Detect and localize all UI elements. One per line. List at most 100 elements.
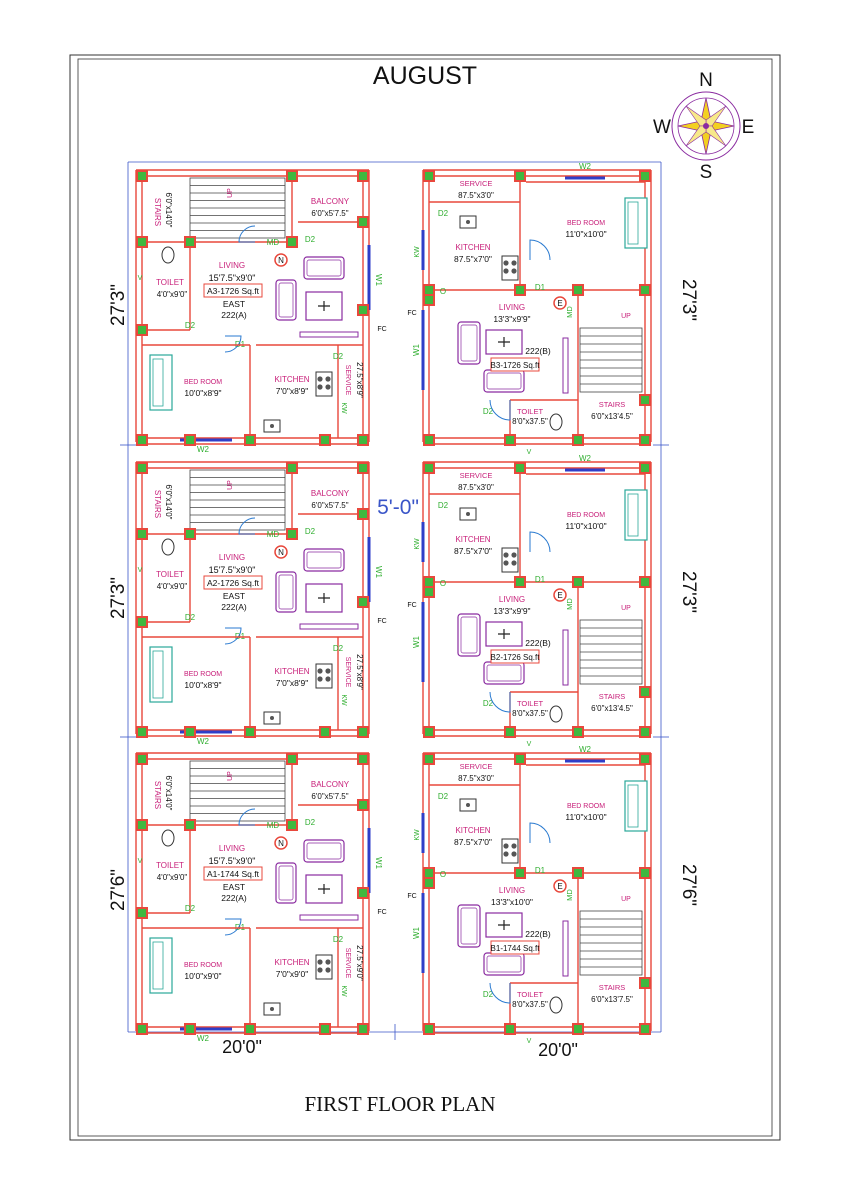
column [423,462,435,474]
unit-height-left-bottom: 27'6" [108,869,129,911]
column [423,586,435,598]
flat-b2: SERVICE87.5"x3'0"KITCHEN87.5"x7'0"D2KWOB… [407,454,652,748]
bedroom-label: BED ROOM [567,803,605,810]
stove-burner [317,384,323,390]
column [639,576,651,588]
living-size: 15'7.5"x9'0" [209,273,256,283]
main-door-label: MD [565,306,574,318]
column [244,1023,256,1035]
window-label: W2 [197,445,210,454]
wc-icon [161,538,175,556]
wc-icon [549,413,563,431]
column [357,462,369,474]
area-box [203,866,263,881]
door-label: D2 [438,792,449,801]
toilet-label: TOILET [517,407,544,416]
fc-label: FC [377,618,386,625]
fc-label: FC [377,326,386,333]
compass-rose-icon [671,91,741,161]
stove-burner [325,668,331,674]
fc-label: FC [407,602,416,609]
bedroom-size: 11'0"x10'0" [565,812,606,822]
o-label: O [440,287,446,296]
window-label: W1 [412,926,421,939]
badge-icon [274,253,288,267]
toilet-label: TOILET [156,570,184,579]
kitchen-label: KITCHEN [274,375,309,384]
column [286,819,298,831]
stair-up-label: UP [227,480,234,490]
window-label: W2 [197,1034,210,1043]
column [136,616,148,628]
bed-icon [624,197,648,249]
column [572,867,584,879]
balcony-size: 6'0"x5'7.5" [311,209,348,218]
area-box [203,283,263,298]
table-decor [498,629,510,639]
column [244,726,256,738]
living-size: 13'3"x10'0" [491,897,533,907]
balcony-label: BALCONY [311,780,350,789]
vent-label: V [138,567,143,574]
toilet-size: 8'0"x37.5" [512,1000,548,1009]
o-label: O [440,579,446,588]
badge-label: E [557,299,562,308]
sink-drain [270,716,274,720]
stove-burner [511,843,517,849]
bedroom-label: BED ROOM [184,671,222,678]
stairs-size: 6'0"x13'7.5" [591,995,633,1004]
sofa-icon [299,331,359,338]
service-label: SERVICE [460,179,493,188]
service-size: 87.5"x3'0" [458,483,494,492]
toilet-size: 4'0"x9'0" [157,290,188,299]
flat-number: 222(A) [221,310,247,320]
balcony-size: 6'0"x5'7.5" [311,792,348,801]
column [136,236,148,248]
column [504,1023,516,1035]
bed-pillow [627,201,639,245]
service-label: SERVICE [344,657,351,688]
door-label: D2 [483,699,494,708]
kw-label: KW [414,246,421,258]
column [572,434,584,446]
column [136,528,148,540]
sink-drain [466,512,470,516]
service-label: SERVICE [344,948,351,979]
compass-east-label: E [742,117,755,138]
column [136,907,148,919]
door-swing [529,531,551,553]
table-decor [498,920,510,930]
stove-burner [503,552,509,558]
door-label: D2 [333,352,344,361]
stove-burner [317,668,323,674]
door-label: D2 [333,935,344,944]
column [184,819,196,831]
toilet-label: TOILET [517,699,544,708]
stove-burner [503,851,509,857]
toilet-label: TOILET [517,990,544,999]
window-label: W1 [374,857,383,870]
column [423,576,435,588]
badge-label: E [557,882,562,891]
bed-icon [149,646,173,703]
flat-area: B1-1744 Sq.ft [491,944,541,953]
stove-icon [501,547,519,573]
door-label: D2 [438,209,449,218]
flat-number: 222(A) [221,602,247,612]
column [319,434,331,446]
living-size: 15'7.5"x9'0" [209,565,256,575]
service-size: 87.5"x3'0" [458,774,494,783]
wc-icon [161,246,175,264]
stairs-size: 6'0"x14'0" [164,193,173,228]
column [572,1023,584,1035]
column [244,434,256,446]
sofa-cushion [486,372,522,390]
compass-west-label: W [653,117,671,138]
vent-label: V [527,449,532,456]
door-label: D2 [305,527,316,536]
vent-label: V [527,741,532,748]
o-label: O [440,870,446,879]
door-swing [224,335,242,353]
